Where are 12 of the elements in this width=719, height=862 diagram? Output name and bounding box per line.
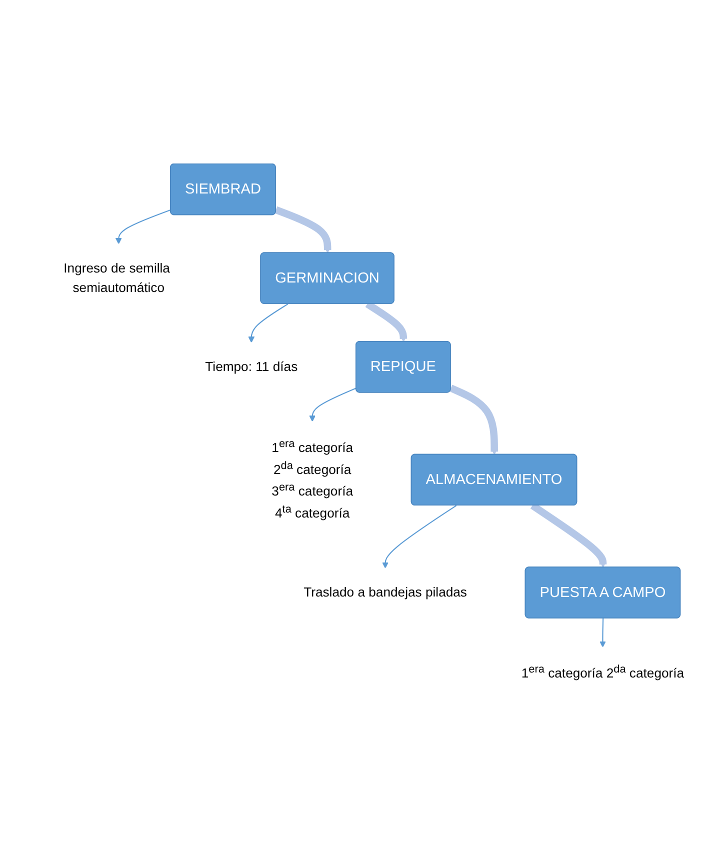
arrow xyxy=(309,388,356,422)
node-text: Tiempo: 11 días xyxy=(205,359,298,374)
arrow xyxy=(248,304,288,343)
arrow xyxy=(600,618,606,648)
arrow xyxy=(115,209,171,244)
arrow xyxy=(449,384,498,455)
node-text: 1$^{era}$ categoría 2$^{da}$ categoría xyxy=(521,663,684,681)
arrow xyxy=(274,206,332,254)
node-text: 1$^{era}$ categoría 2$^{da}$ categoría 3$^{era}$ categoría 4$^{ta}$ categoría xyxy=(272,438,354,521)
node-text: Ingreso de semilla semiautomático xyxy=(64,260,170,295)
arrow xyxy=(382,505,457,568)
node-text: Traslado a bandejas piladas xyxy=(304,584,467,600)
